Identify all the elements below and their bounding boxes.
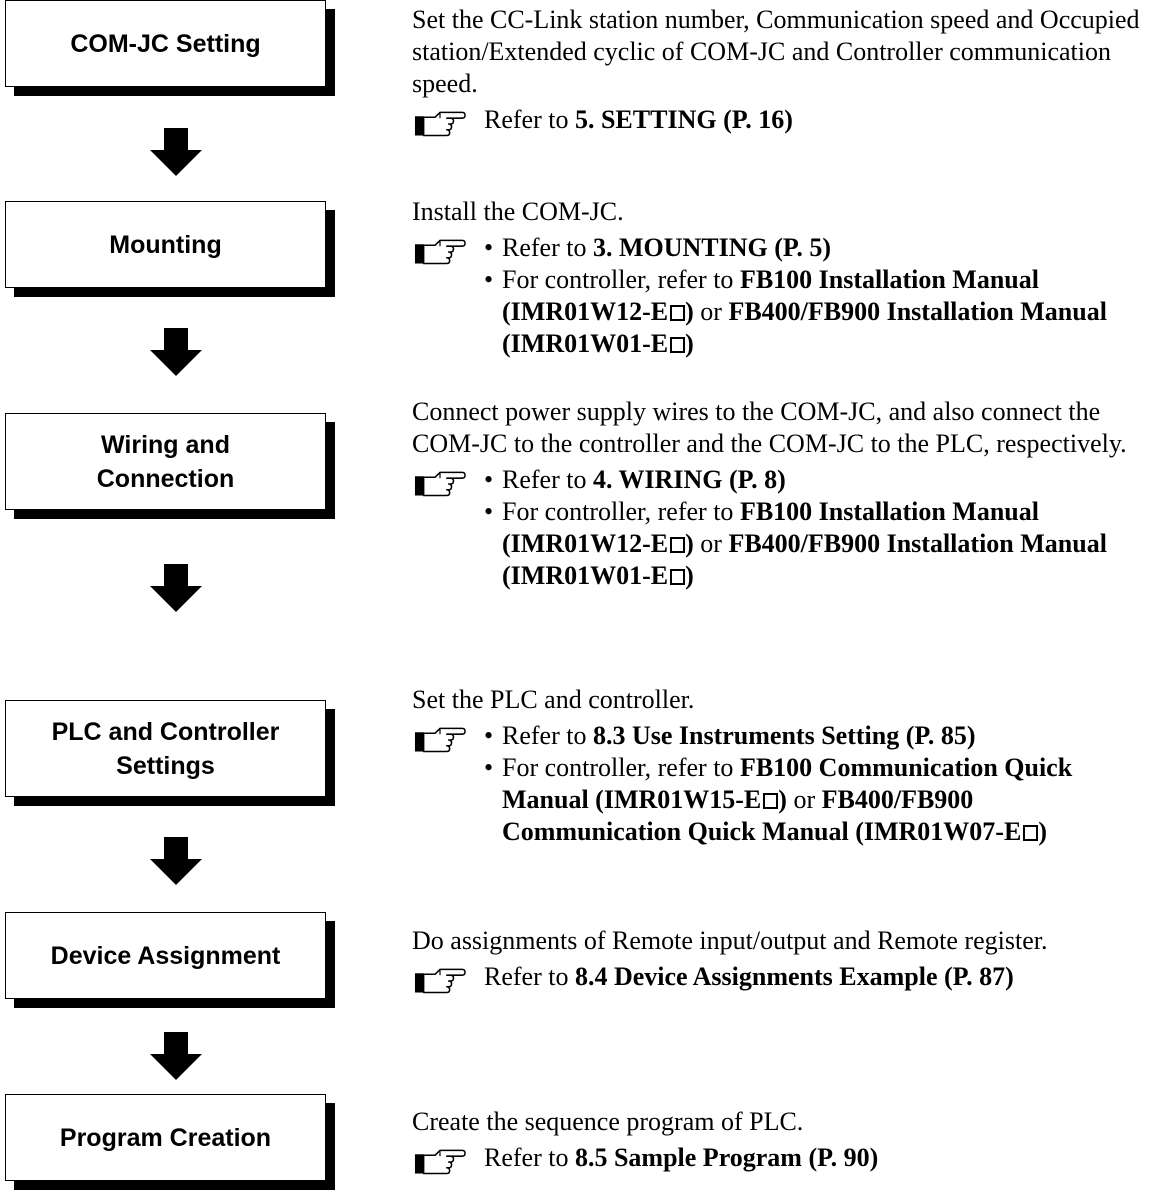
pointing-hand-icon: [414, 111, 466, 137]
pointing-hand-icon: [414, 239, 466, 265]
reference-line: Refer to 5. SETTING (P. 16): [412, 104, 1152, 137]
description-text: Do assignments of Remote input/output an…: [412, 926, 1048, 955]
step-title: COM-JC Setting: [70, 29, 261, 58]
step-title: Program Creation: [59, 1123, 272, 1152]
step-description-6: Create the sequence program of PLC. Refe…: [412, 1106, 1152, 1175]
step-title: Device Assignment: [50, 941, 281, 970]
reference-prefix: Refer to: [484, 105, 575, 134]
description-text: Install the COM-JC.: [412, 197, 624, 226]
reference-bullet: For controller, refer to FB100 Installat…: [484, 264, 1152, 360]
step-description-3: Connect power supply wires to the COM-JC…: [412, 396, 1152, 592]
step-description-4: Set the PLC and controller. Refer to 8.3…: [412, 684, 1152, 848]
reference-list: Refer to 3. MOUNTING (P. 5) For controll…: [412, 232, 1152, 360]
reference-bullet: For controller, refer to FB100 Communica…: [484, 752, 1152, 848]
step-box-device-assignment: Device Assignment: [5, 912, 326, 999]
step-title-line: Settings: [116, 751, 215, 780]
down-arrow-icon: [150, 1032, 202, 1080]
step-box-program-creation: Program Creation: [5, 1094, 326, 1181]
reference-list: Refer to 8.3 Use Instruments Setting (P.…: [412, 720, 1152, 848]
step-description-1: Set the CC-Link station number, Communic…: [412, 4, 1152, 137]
reference-line: Refer to 8.5 Sample Program (P. 90): [412, 1142, 1152, 1175]
pointing-hand-icon: [414, 471, 466, 497]
step-title-line: PLC and Controller: [51, 717, 280, 746]
step-box-plc-controller-settings: PLC and Controller Settings: [5, 700, 326, 797]
down-arrow-icon: [150, 837, 202, 885]
reference-bullet: For controller, refer to FB100 Installat…: [484, 496, 1152, 592]
step-box-wiring: Wiring and Connection: [5, 413, 326, 510]
step-title-line: Connection: [96, 464, 235, 493]
reference-bullet: Refer to 4. WIRING (P. 8): [484, 464, 1152, 496]
pointing-hand-icon: [414, 1149, 466, 1175]
pointing-hand-icon: [414, 727, 466, 753]
blank-square-icon: [670, 305, 686, 321]
reference-bullet: Refer to 3. MOUNTING (P. 5): [484, 232, 1152, 264]
reference-list: Refer to 4. WIRING (P. 8) For controller…: [412, 464, 1152, 592]
pointing-hand-icon: [414, 968, 466, 994]
description-text: Connect power supply wires to the COM-JC…: [412, 397, 1127, 458]
description-text: Create the sequence program of PLC.: [412, 1107, 804, 1136]
blank-square-icon: [763, 793, 779, 809]
blank-square-icon: [1023, 825, 1039, 841]
down-arrow-icon: [150, 128, 202, 176]
description-text: Set the PLC and controller.: [412, 685, 695, 714]
step-description-2: Install the COM-JC. Refer to 3. MOUNTING…: [412, 196, 1152, 360]
step-title-line: Wiring and: [101, 430, 230, 459]
step-description-5: Do assignments of Remote input/output an…: [412, 925, 1152, 994]
down-arrow-icon: [150, 328, 202, 376]
reference-link: 8.5 Sample Program (P. 90): [574, 1143, 879, 1172]
reference-bullet: Refer to 8.3 Use Instruments Setting (P.…: [484, 720, 1152, 752]
description-text: Set the CC-Link station number, Communic…: [412, 5, 1140, 98]
reference-prefix: Refer to: [484, 1143, 575, 1172]
step-box-mounting: Mounting: [5, 201, 326, 288]
reference-line: Refer to 8.4 Device Assignments Example …: [412, 961, 1152, 994]
reference-link: 5. SETTING (P. 16): [574, 105, 793, 134]
blank-square-icon: [670, 537, 686, 553]
down-arrow-icon: [150, 564, 202, 612]
step-title: Mounting: [109, 230, 222, 259]
blank-square-icon: [670, 569, 686, 585]
reference-prefix: Refer to: [484, 962, 575, 991]
blank-square-icon: [670, 337, 686, 353]
reference-link: 8.4 Device Assignments Example (P. 87): [574, 962, 1014, 991]
step-box-com-jc-setting: COM-JC Setting: [5, 0, 326, 87]
